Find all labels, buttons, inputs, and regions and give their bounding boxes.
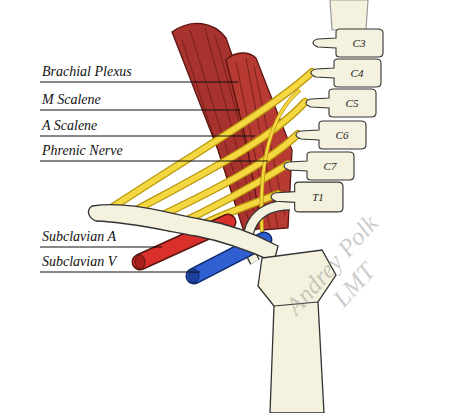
vertebra-label: C4 xyxy=(334,58,380,88)
vertebra-outline xyxy=(270,181,344,213)
structure-label: Subclavian A xyxy=(42,229,116,245)
vertebra-shape xyxy=(313,29,383,57)
vertebra: T1 xyxy=(270,181,344,213)
vertebra-shape xyxy=(284,152,354,180)
vertebra-label: C7 xyxy=(307,151,353,181)
structure-label: Brachial Plexus xyxy=(42,64,132,80)
vertebra: C3 xyxy=(312,28,384,58)
vertebra-label: T1 xyxy=(294,181,342,213)
vertebra-shape xyxy=(311,59,381,87)
vertebra: C5 xyxy=(305,88,377,118)
artery-lumen xyxy=(135,255,145,269)
leader-lines xyxy=(40,82,268,272)
vertebra-outline xyxy=(305,88,377,118)
vertebra-outline xyxy=(283,151,355,181)
vertebra: C4 xyxy=(310,58,382,88)
vertebra-outline xyxy=(310,58,382,88)
structure-label: A Scalene xyxy=(42,118,97,134)
structure-label: Subclavian V xyxy=(42,254,116,270)
vertebra-label: C6 xyxy=(319,120,365,150)
vertebra-shape xyxy=(296,121,366,149)
vein-lumen xyxy=(189,269,199,283)
vertebra-label: C5 xyxy=(329,88,375,118)
vertebra-shape xyxy=(306,89,376,117)
structure-label: M Scalene xyxy=(42,92,101,108)
vertebra: C7 xyxy=(283,151,355,181)
vertebra-outline xyxy=(295,120,367,150)
clavicle xyxy=(89,205,278,262)
vertebra-outline xyxy=(312,28,384,58)
vertebra-shape xyxy=(271,182,343,212)
upper-spine xyxy=(330,0,368,30)
vertebra: C6 xyxy=(295,120,367,150)
vertebra-label: C3 xyxy=(336,28,382,58)
structure-label: Phrenic Nerve xyxy=(42,143,123,159)
